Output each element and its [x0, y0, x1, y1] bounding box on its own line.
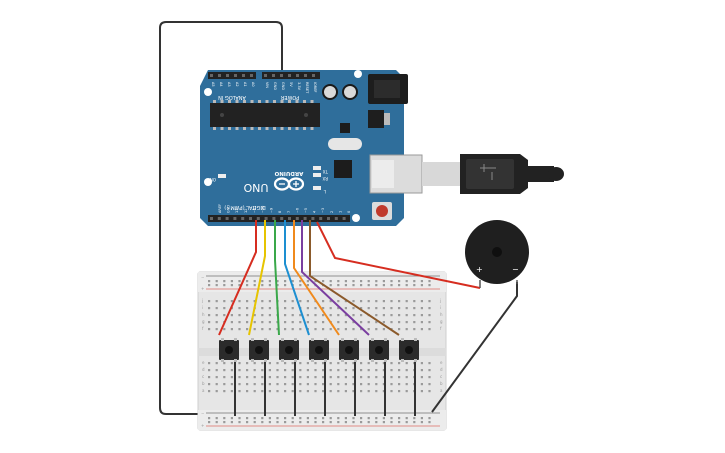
atmega-chip[interactable] [210, 103, 320, 127]
breadboard-rail-plus-bottom: + [201, 423, 204, 428]
digital-pin-label: ~11 [252, 206, 256, 213]
usb-cable[interactable] [422, 154, 564, 194]
digital-pin-label: 2 [330, 211, 334, 213]
analog-pin-label: A2 [235, 82, 239, 87]
digital-pin-label: ~9 [270, 208, 274, 213]
breadboard-row-label: d [202, 367, 205, 372]
pushbutton[interactable] [369, 338, 389, 362]
led-label-tx: TX [323, 169, 329, 174]
digital-pin-label: GND [227, 205, 231, 213]
wire-signal[interactable] [248, 220, 266, 336]
piezo-buzzer[interactable]: + − [465, 220, 529, 284]
wire-signal[interactable] [218, 220, 257, 336]
wire-signal[interactable] [293, 220, 340, 336]
breadboard-row-label: a [202, 388, 205, 393]
pushbutton[interactable] [399, 338, 419, 362]
breadboard-row-label: j [201, 298, 203, 303]
analog-pin-label: A0 [251, 82, 255, 87]
wire-signal[interactable] [301, 220, 370, 336]
digital-pin-label: 4 [313, 210, 317, 213]
power-label: POWER [280, 94, 299, 100]
wire-black-buzzer[interactable] [431, 282, 518, 413]
breadboard-row-label: d [440, 367, 443, 372]
breadboard-row-label: h [202, 312, 205, 317]
analog-in-label: ANALOG IN [218, 94, 246, 100]
digital-pin-label: 7 [287, 211, 291, 213]
brand-label: ARDUINO [274, 170, 303, 176]
breadboard-row-label: h [440, 312, 443, 317]
digital-pin-label: ~6 [295, 208, 299, 213]
breadboard-row-label: e [202, 360, 205, 365]
digital-header[interactable] [208, 215, 350, 222]
power-pin-label: IOREF [313, 82, 317, 92]
breadboard-rail-minus-top: − [201, 275, 204, 280]
pushbutton[interactable] [339, 338, 359, 362]
model-label: UNO [243, 181, 268, 194]
wire-signal[interactable] [309, 220, 400, 336]
digital-pwm-label: DIGITAL (PWM~) [224, 204, 266, 210]
breadboard-rail-minus-bottom: − [201, 411, 204, 416]
power-pin-label: VIN [265, 82, 269, 88]
breadboard-row-label: b [202, 381, 205, 386]
breadboard-row-label: e [440, 360, 443, 365]
breadboard-row-label: c [440, 374, 442, 379]
analog-pin-label: A4 [219, 82, 223, 87]
power-pin-label: 3.3V [297, 82, 301, 91]
breadboard-rail-plus-top: + [201, 286, 204, 291]
buzzer-minus-label: − [512, 265, 519, 274]
pushbutton[interactable] [249, 338, 269, 362]
arduino-logo-icon [273, 177, 305, 191]
digital-pin-label: 12 [244, 209, 248, 213]
breadboard-row-label: a [440, 388, 443, 393]
wire-signal[interactable] [284, 220, 310, 336]
analog-header[interactable] [208, 72, 256, 79]
breadboard-row-label: c [202, 374, 204, 379]
pushbutton[interactable] [219, 338, 239, 362]
analog-pin-label: A1 [243, 82, 247, 87]
power-pin-label: GND [281, 82, 285, 90]
digital-pin-label: AREF [218, 204, 222, 213]
led-label-rx: RX [322, 176, 328, 181]
breadboard-row-label: i [440, 305, 441, 310]
wire-red-buzzer[interactable] [316, 221, 481, 289]
buzzer-plus-label: + [476, 265, 483, 274]
breadboard-row-label: b [440, 381, 443, 386]
pushbutton[interactable] [309, 338, 329, 362]
capacitor-2 [342, 84, 358, 100]
digital-pin-label: 0 [347, 211, 351, 213]
breadboard-row-label: i [202, 305, 203, 310]
pushbutton[interactable] [279, 338, 299, 362]
wire-signal[interactable] [274, 220, 280, 336]
digital-pin-label: 8 [278, 211, 282, 213]
ground-wire-left[interactable] [159, 21, 283, 415]
digital-pin-label: ~5 [304, 208, 308, 213]
led-label-l: L [323, 189, 326, 194]
analog-pin-label: A5 [211, 82, 215, 87]
breadboard-row-label: f [440, 326, 442, 331]
digital-pin-label: ~3 [321, 208, 325, 213]
breadboard-row-label: g [440, 319, 443, 324]
breadboard-row-label: j [439, 298, 441, 303]
crystal [328, 138, 362, 150]
breadboard-row-label: g [202, 319, 205, 324]
analog-pin-label: A3 [227, 82, 231, 87]
led-label-on: ON [210, 177, 216, 182]
digital-pin-label: 1 [338, 211, 342, 213]
capacitor-1 [322, 84, 338, 100]
digital-pin-label: ~10 [261, 206, 265, 213]
voltage-regulator [368, 110, 384, 128]
power-pin-label: GND [273, 82, 277, 90]
breadboard-row-label: f [202, 326, 204, 331]
digital-pin-label: 13 [235, 209, 239, 213]
power-pin-label: RESET [305, 82, 309, 94]
power-pin-label: 5V [289, 82, 293, 87]
